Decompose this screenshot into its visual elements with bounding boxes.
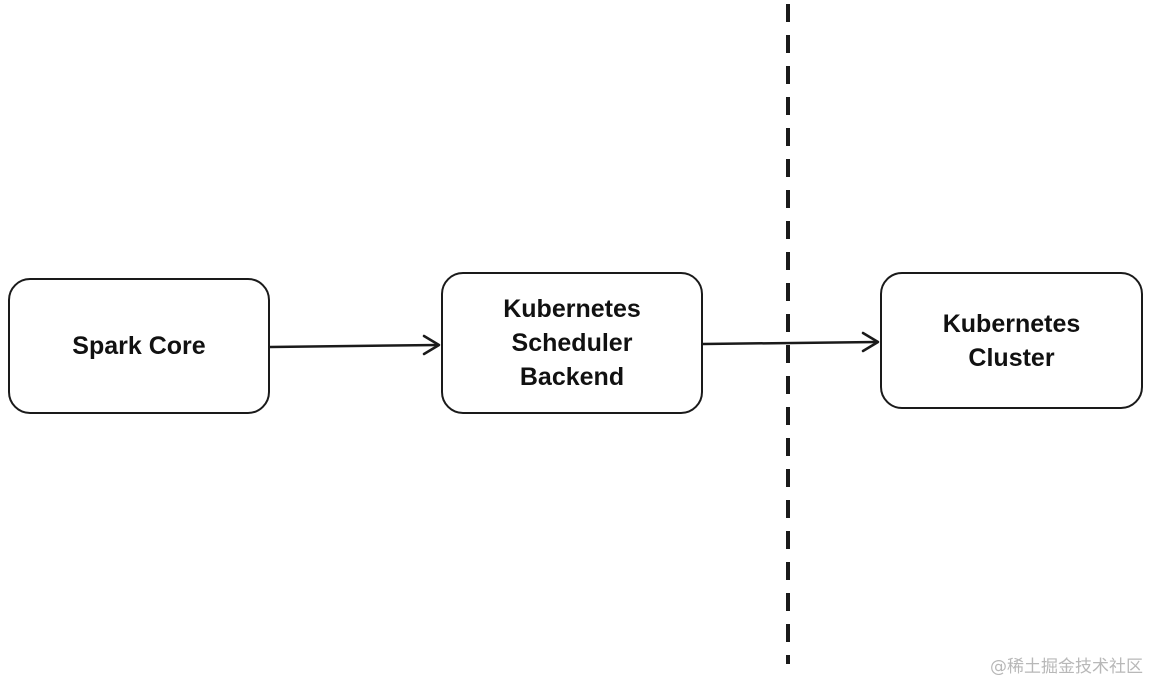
watermark: @稀土掘金技术社区 — [990, 657, 1143, 677]
spark-core-label: Spark Core — [72, 332, 206, 360]
scheduler-backend-node: Kubernetes Scheduler Backend — [441, 272, 703, 414]
edge-spark-to-backend — [269, 334, 441, 356]
kubernetes-cluster-node: Kubernetes Cluster — [880, 272, 1143, 409]
kubernetes-cluster-label: Kubernetes Cluster — [942, 309, 1081, 372]
arrowhead-icon — [422, 334, 441, 356]
spark-core-node: Spark Core — [8, 278, 270, 414]
arrowhead-icon — [861, 331, 880, 353]
scheduler-backend-label: Kubernetes Scheduler Backend — [503, 295, 641, 391]
edge-backend-to-cluster — [702, 331, 880, 353]
